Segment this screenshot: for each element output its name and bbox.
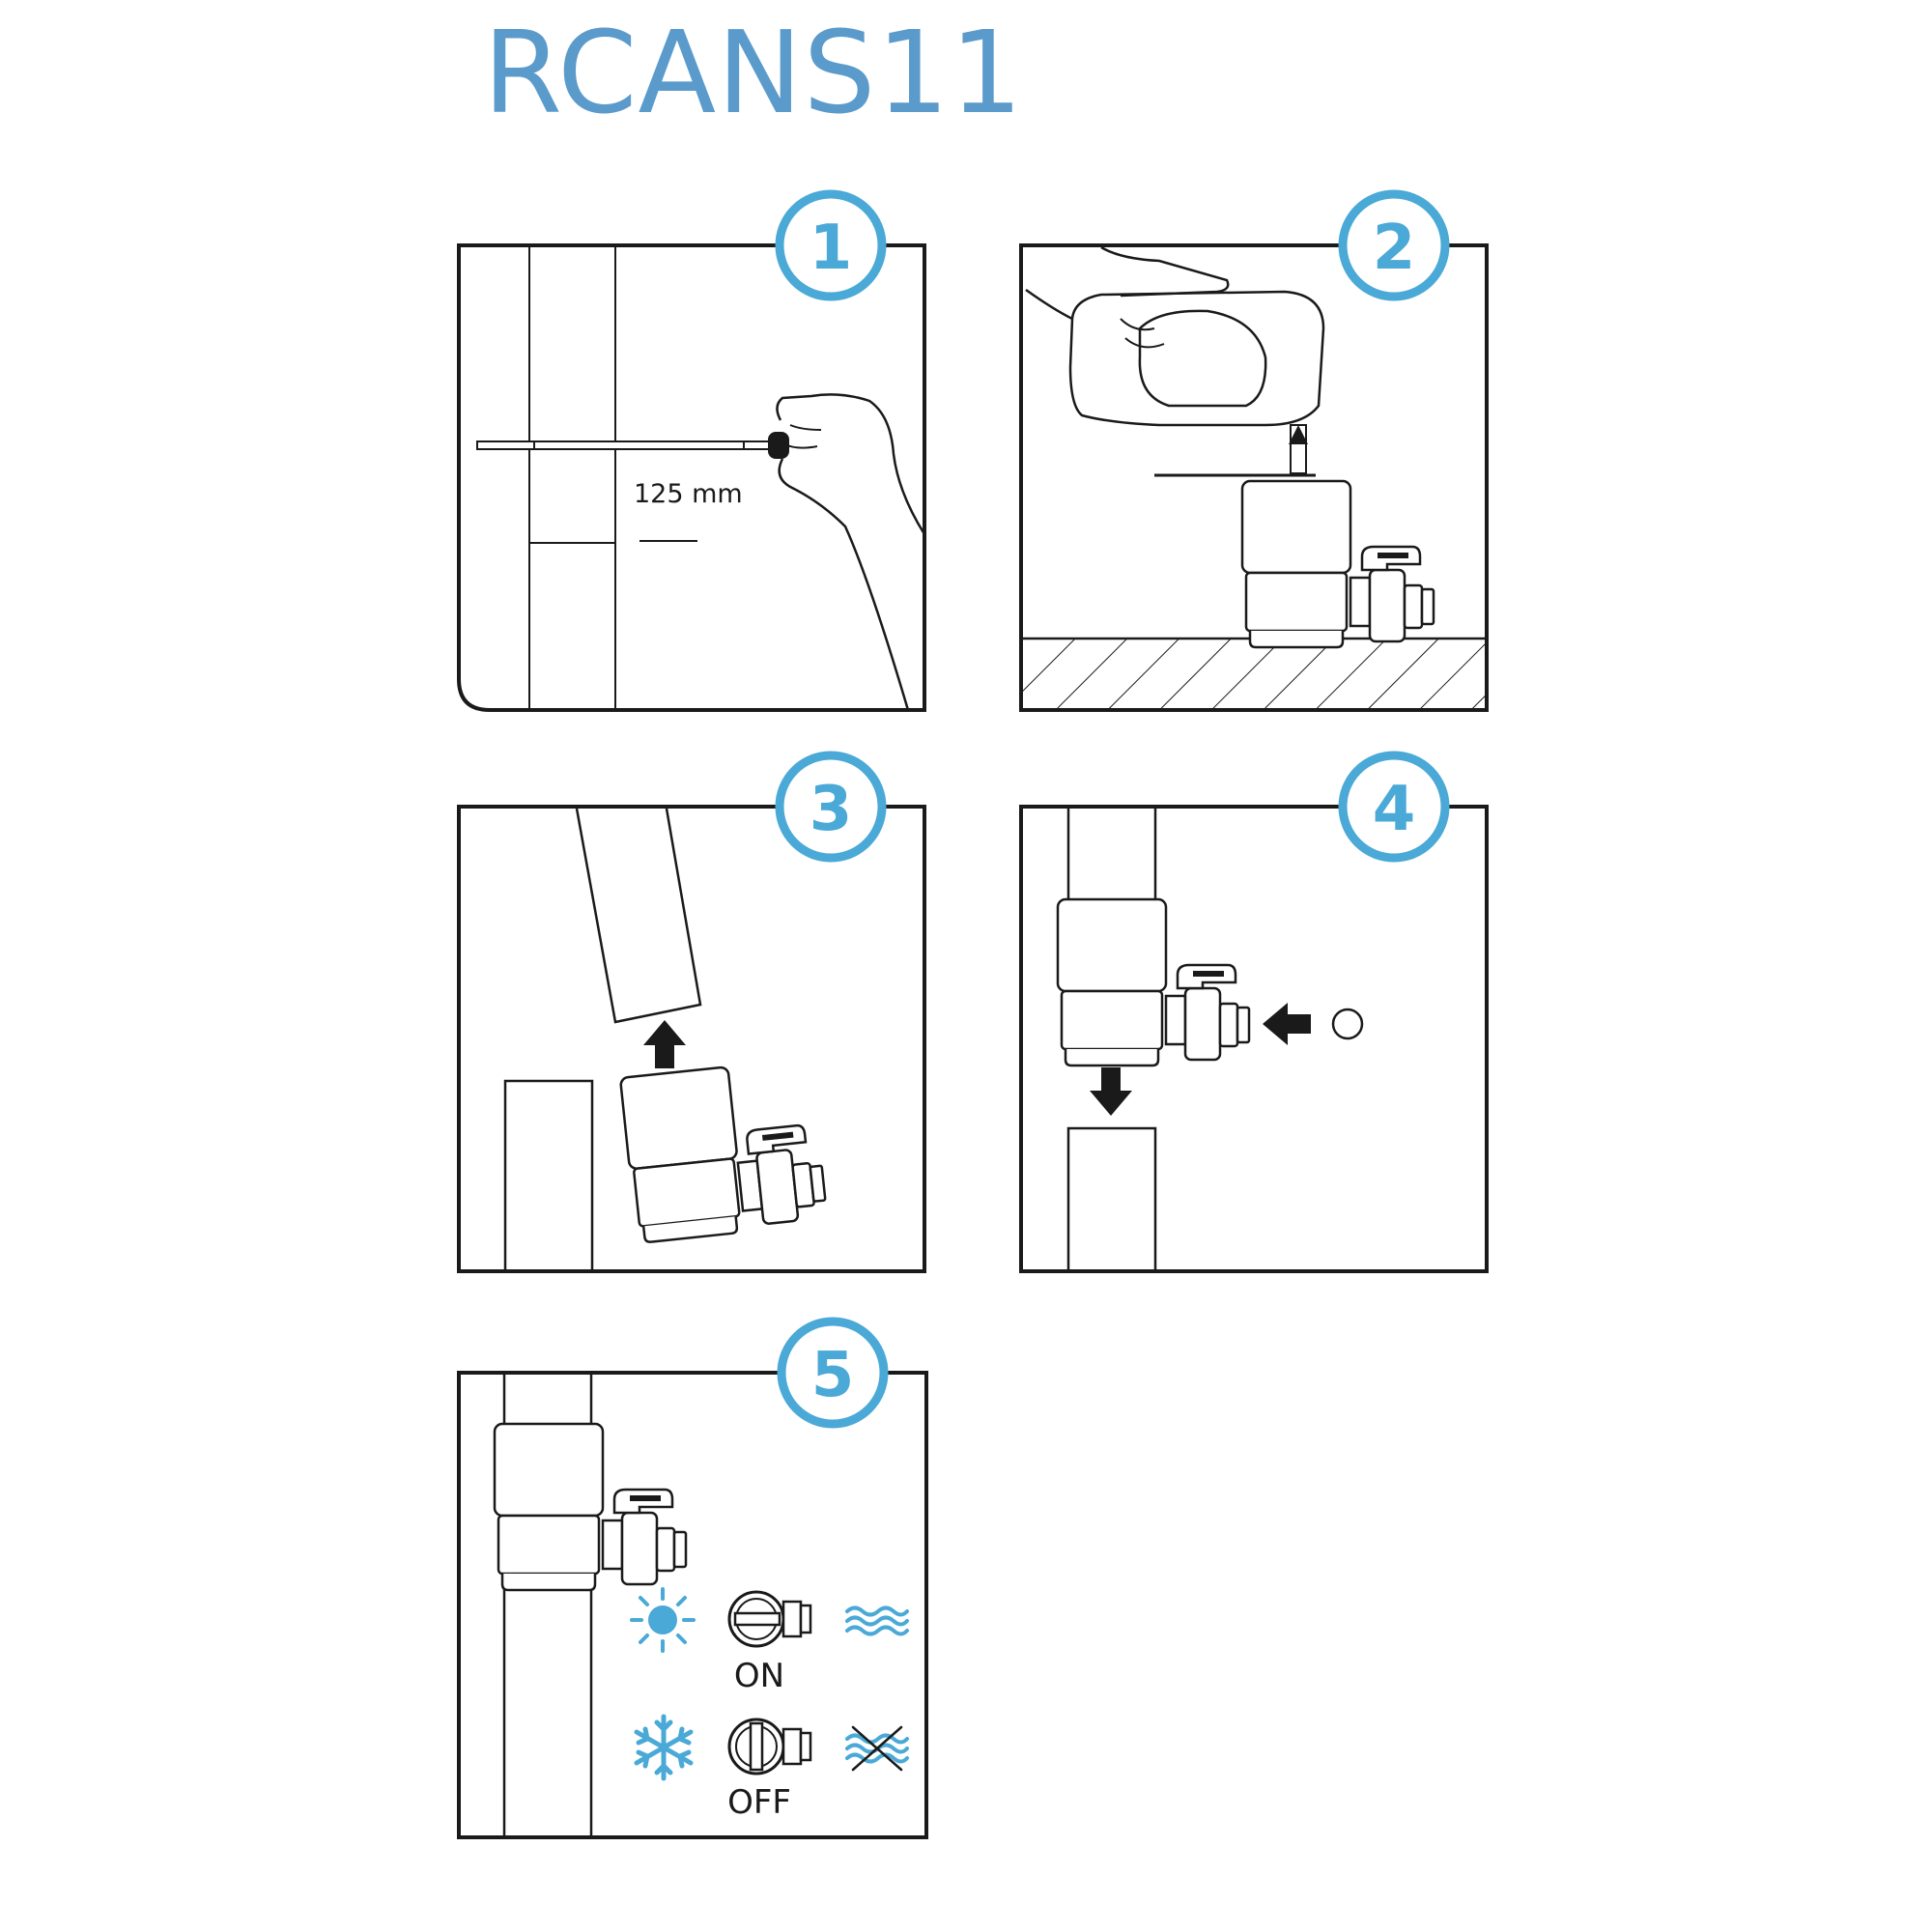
step-5-badge: 5 (777, 1317, 889, 1429)
step-4-number: 4 (1373, 774, 1416, 845)
arrow-up-icon (643, 1020, 686, 1068)
arrow-left-icon (1263, 1003, 1311, 1045)
circle-icon (1331, 1008, 1364, 1040)
step-2-badge: 2 (1338, 189, 1450, 301)
on-label: ON (734, 1657, 784, 1695)
sun-icon (630, 1587, 696, 1653)
water-off-icon (845, 1725, 909, 1772)
step-4-badge: 4 (1338, 751, 1450, 863)
off-label: OFF (727, 1783, 791, 1822)
step-3-number: 3 (810, 774, 853, 845)
step-4-panel (1019, 805, 1489, 1273)
step-3-badge: 3 (775, 751, 887, 863)
valve-on-icon (727, 1590, 812, 1648)
step-2-panel (1019, 243, 1489, 712)
snowflake-icon (634, 1714, 694, 1781)
water-waves-icon (845, 1605, 909, 1636)
valve-off-icon (727, 1718, 812, 1776)
step-1-badge: 1 (775, 189, 887, 301)
step-5-panel: ON OFF (457, 1371, 928, 1839)
step-3-panel (457, 805, 926, 1273)
arrow-down-icon (1090, 1067, 1132, 1116)
page-title: RCANS11 (483, 6, 1024, 139)
step-2-number: 2 (1373, 213, 1416, 284)
step-5-number: 5 (811, 1340, 855, 1411)
measurement-label: 125 mm (634, 479, 743, 509)
step-1-number: 1 (810, 213, 853, 284)
step-1-panel: 125 mm (457, 243, 926, 712)
